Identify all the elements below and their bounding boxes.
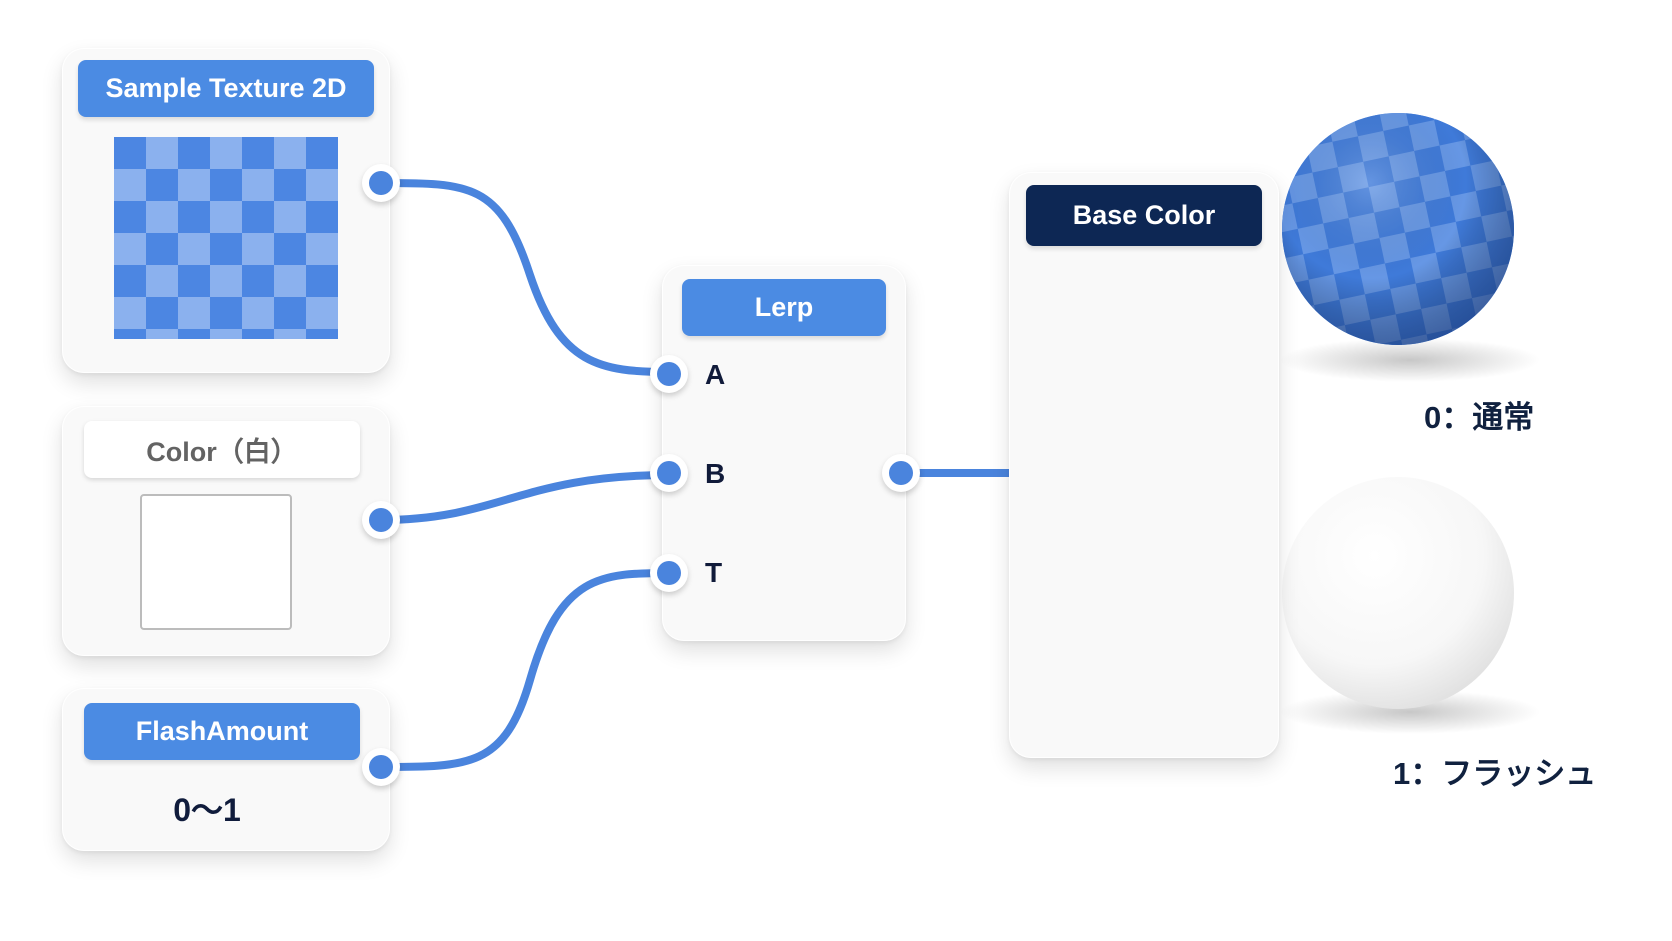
lerp-title: Lerp [682,279,886,336]
flash-output-port[interactable] [362,748,400,786]
flash-amount-range: 0〜1 [173,792,241,828]
flash-state-label: 1：フラッシュ [1393,756,1597,791]
lerp-input-t-port[interactable] [650,554,688,592]
flash-amount-title: FlashAmount [84,703,360,760]
lerp-input-b-label: B [705,458,726,489]
flash-amount-node[interactable]: FlashAmount 0〜1 [62,688,390,851]
color-title: Color（白） [84,421,360,478]
white-sphere [1282,477,1514,709]
color-node[interactable]: Color（白） [62,406,390,656]
wire-flash-to-t [377,569,674,771]
lerp-input-a-label: A [705,359,726,390]
base-color-node[interactable]: Base Color [1009,172,1279,758]
lerp-node[interactable]: Lerp A B T [662,265,906,641]
base-color-title: Base Color [1026,185,1262,246]
lerp-input-a-port[interactable] [650,355,688,393]
wire-texture-to-a [377,179,674,376]
texture-output-port[interactable] [362,164,400,202]
sample-texture-node[interactable]: Sample Texture 2D [62,48,390,373]
checker-sphere [1282,113,1514,345]
normal-state-label: 0：通常 [1424,400,1535,435]
sample-texture-title: Sample Texture 2D [78,60,374,117]
lerp-output-port[interactable] [882,454,920,492]
wire-color-to-b [377,471,674,524]
color-output-port[interactable] [362,501,400,539]
lerp-input-b-port[interactable] [650,454,688,492]
checker-texture-preview [114,137,338,339]
white-color-swatch [140,494,292,630]
lerp-input-t-label: T [705,557,723,588]
